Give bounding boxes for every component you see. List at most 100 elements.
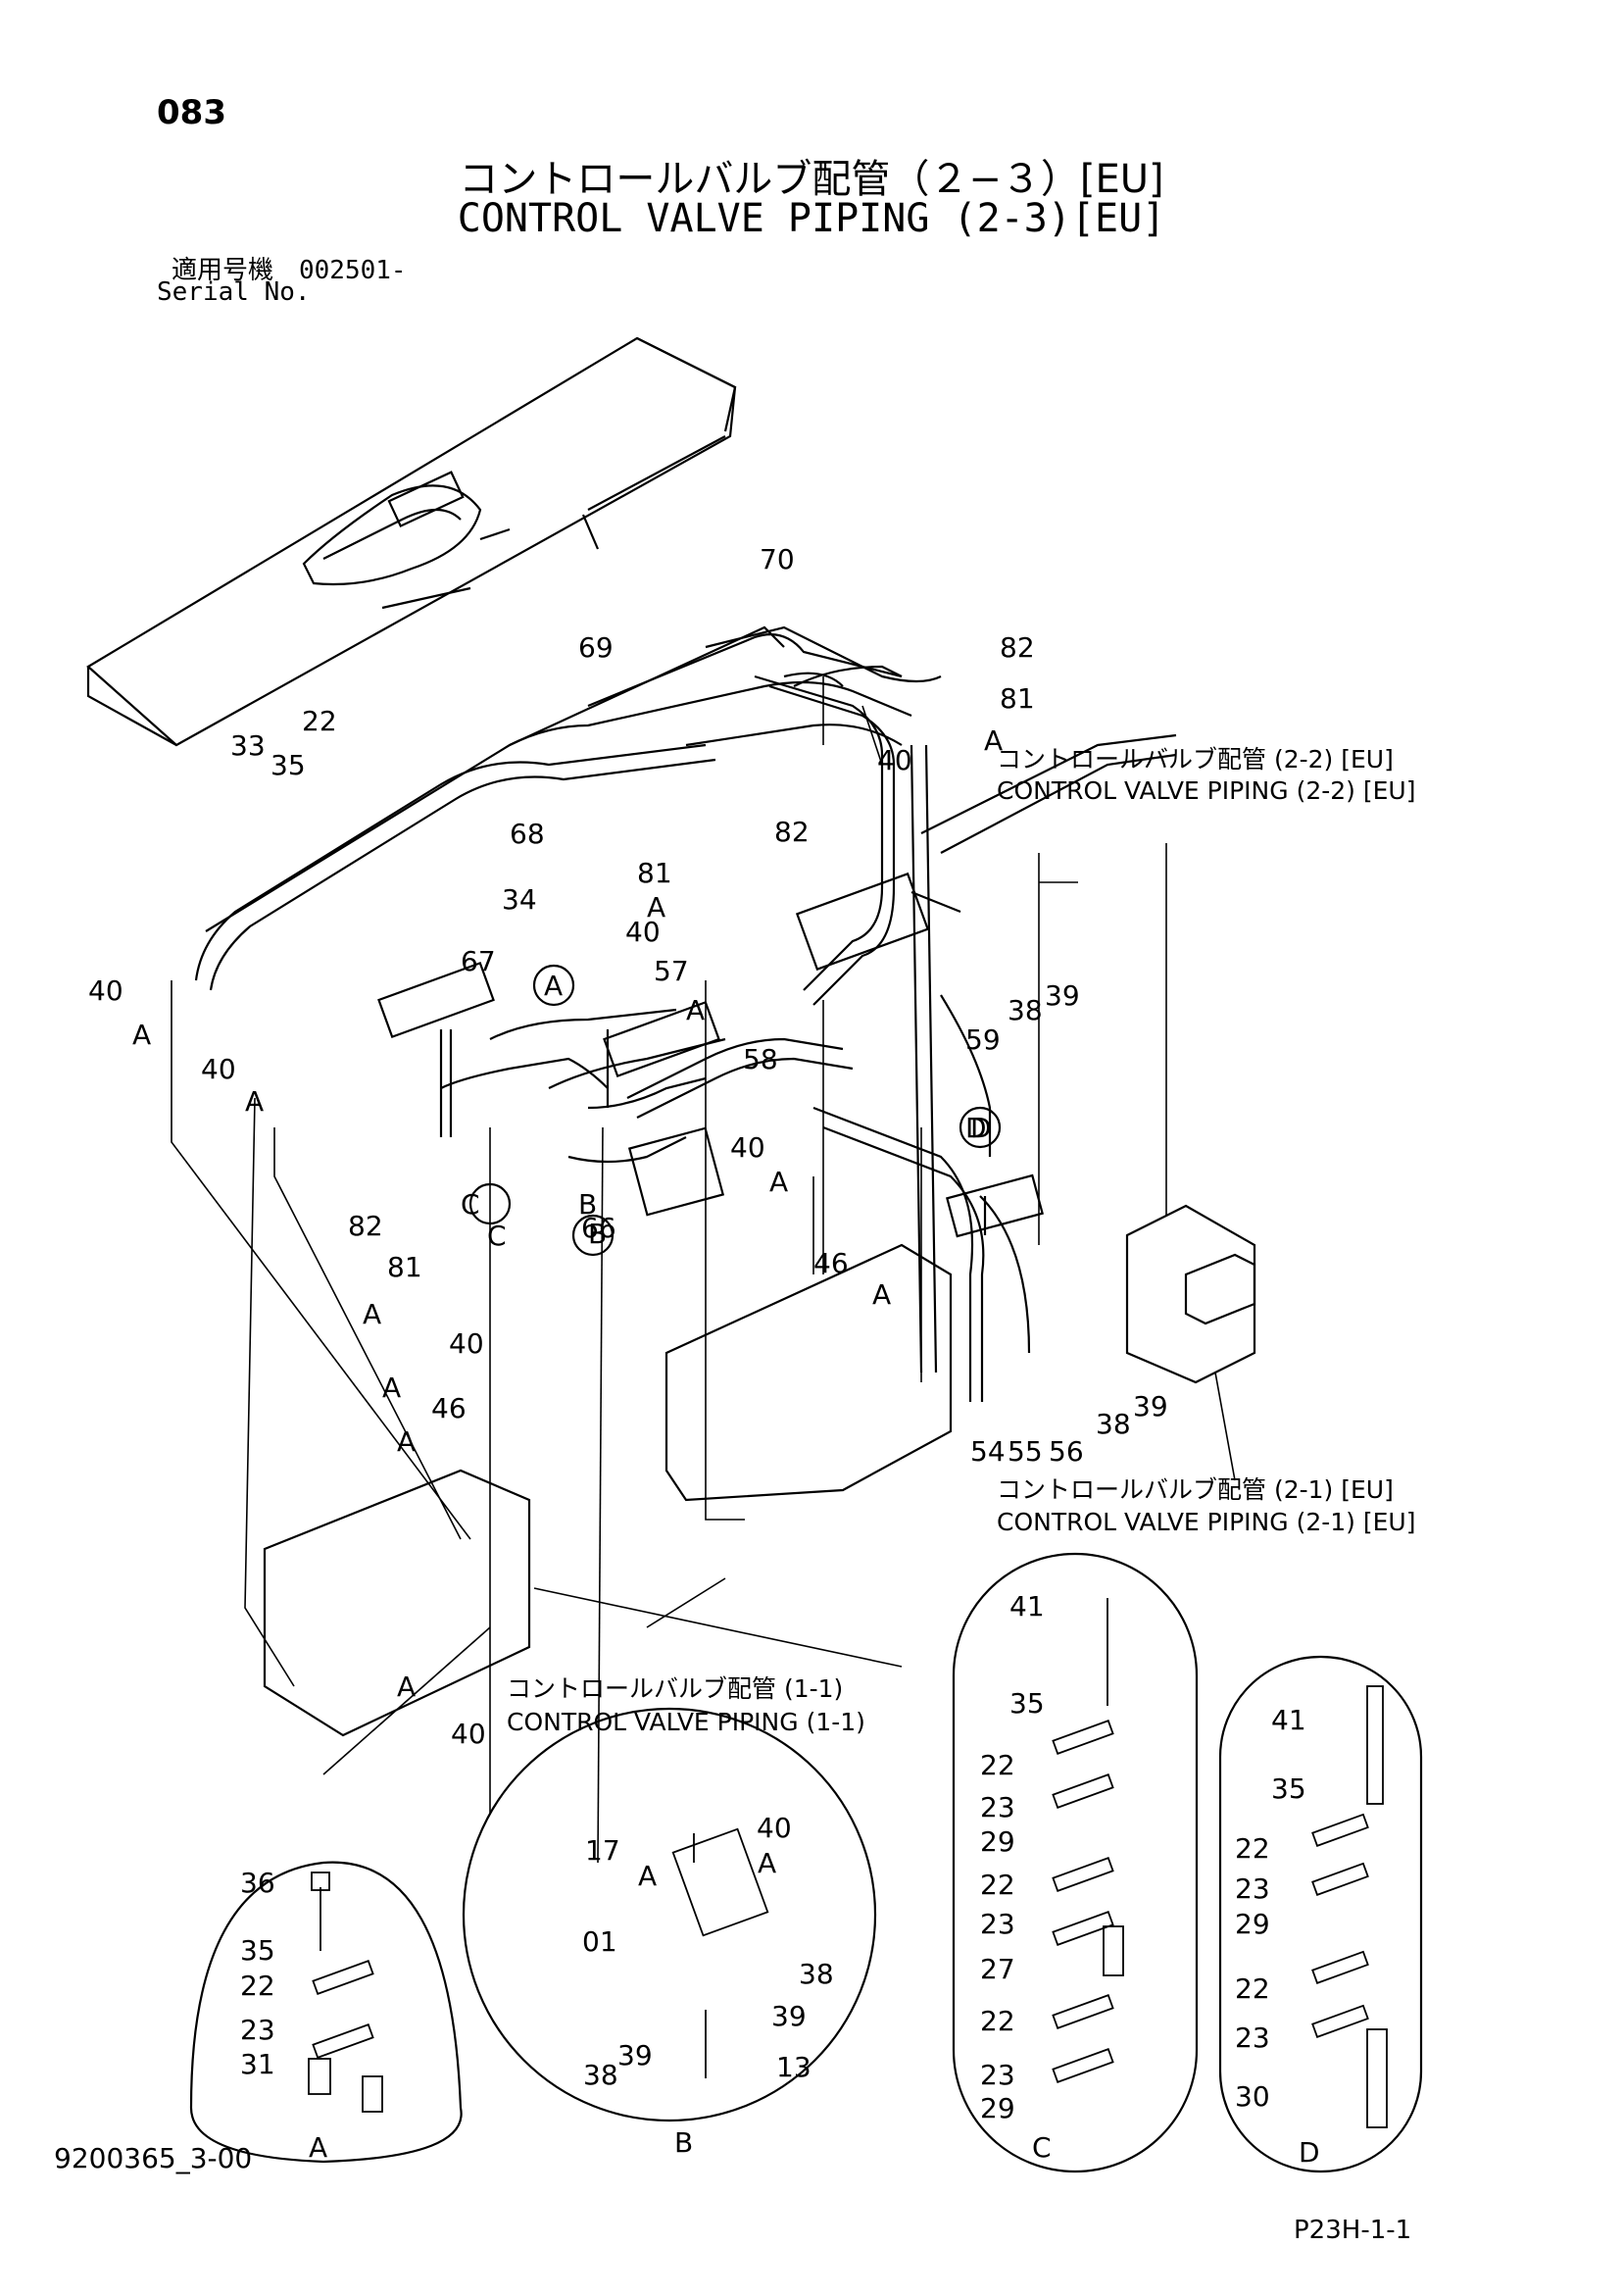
- callout-a: A: [544, 970, 563, 1002]
- reference-2-1-jp: コントロールバルブ配管 (2-1) [EU]: [997, 1475, 1394, 1504]
- part-number-label: A: [872, 1278, 891, 1311]
- part-number-label: B: [674, 2126, 693, 2159]
- part-number-label: 35: [1009, 1687, 1045, 1720]
- part-number-label: 41: [1009, 1590, 1045, 1622]
- part-number-label: A: [245, 1085, 264, 1118]
- reference-2-2-jp: コントロールバルブ配管 (2-2) [EU]: [997, 745, 1394, 774]
- part-number-label: A: [638, 1860, 657, 1892]
- callout-circles: [468, 964, 1002, 1257]
- part-number-label: 40: [449, 1327, 484, 1360]
- part-number-label: 58: [743, 1043, 778, 1075]
- part-number-label: 40: [757, 1812, 792, 1844]
- part-number-label: 81: [637, 857, 672, 889]
- part-number-label: 35: [240, 1934, 275, 1967]
- part-number-label: 01: [582, 1925, 617, 1958]
- part-number-label: 22: [240, 1970, 275, 2002]
- part-number-label: 70: [760, 543, 795, 575]
- callout-letters: A B C D: [487, 970, 992, 1252]
- page-title-jp: コントロールバルブ配管（２−３）[EU]: [459, 157, 1164, 202]
- reference-1-1-jp: コントロールバルブ配管 (1-1): [507, 1674, 844, 1703]
- part-number-label: 39: [771, 2000, 807, 2032]
- piping-drawing: [194, 586, 1177, 1402]
- part-number-label: 81: [387, 1251, 422, 1283]
- part-number-label: A: [984, 724, 1003, 757]
- valve-block-drawing: [263, 1204, 1256, 1737]
- page-title-en: CONTROL VALVE PIPING (2-3)[EU]: [457, 196, 1166, 241]
- part-number-label: 22: [980, 1869, 1015, 1901]
- part-number-label: 41: [1271, 1704, 1306, 1736]
- part-number-label: D: [965, 1112, 987, 1144]
- part-number-label: 40: [201, 1053, 236, 1085]
- part-number-label: 33: [230, 729, 266, 762]
- part-number-label: 36: [240, 1867, 275, 1899]
- part-number-label: 23: [980, 1908, 1015, 1940]
- part-number-label: 22: [980, 2005, 1015, 2037]
- part-number-label: 82: [1000, 631, 1035, 664]
- part-number-label: 29: [980, 1825, 1015, 1858]
- part-number-label: 67: [461, 945, 496, 977]
- callout-b: B: [578, 1188, 597, 1221]
- part-number-label: 39: [617, 2039, 653, 2071]
- part-number-label: A: [686, 994, 705, 1026]
- part-number-label: 35: [1271, 1772, 1306, 1805]
- part-number-label: 38: [583, 2059, 618, 2091]
- part-number-label: 22: [980, 1749, 1015, 1781]
- part-number-label: 40: [88, 974, 123, 1007]
- part-number-label: A: [382, 1372, 401, 1404]
- part-number-label: 29: [980, 2092, 1015, 2124]
- part-number-label: 82: [348, 1210, 383, 1242]
- part-number-label: 22: [1235, 1832, 1270, 1865]
- part-number-label: 82: [774, 816, 810, 848]
- part-number-label: 54: [970, 1435, 1006, 1468]
- detail-parts: [308, 1598, 1388, 2128]
- part-number-label: 40: [625, 916, 661, 948]
- part-number-label: 27: [980, 1953, 1015, 1985]
- serial-label-jp: 適用号機 002501-: [172, 256, 407, 285]
- part-number-label: 56: [1049, 1435, 1084, 1468]
- part-number-label: 35: [270, 749, 306, 781]
- serial-label-en: Serial No.: [157, 277, 311, 307]
- part-number-label: 34: [502, 883, 537, 916]
- part-number-label: 57: [654, 955, 689, 987]
- part-number-label: 38: [1096, 1408, 1131, 1440]
- reference-1-1-en: CONTROL VALVE PIPING (1-1): [507, 1708, 865, 1736]
- part-number-label: 23: [980, 2059, 1015, 2091]
- part-number-label: A: [363, 1298, 381, 1330]
- part-number-label: 69: [578, 631, 614, 664]
- part-number-label: 66: [581, 1212, 616, 1244]
- part-number-label: 31: [240, 2048, 275, 2080]
- part-number-label: 39: [1133, 1390, 1168, 1423]
- part-number-label: A: [647, 891, 665, 923]
- reference-2-1-en: CONTROL VALVE PIPING (2-1) [EU]: [997, 1508, 1416, 1536]
- part-number-label: 81: [1000, 682, 1035, 715]
- part-number-label: 40: [451, 1718, 486, 1750]
- part-number-label: 46: [813, 1247, 849, 1279]
- document-number: 9200365_3-00: [54, 2142, 253, 2174]
- part-number-label: 23: [1235, 2021, 1270, 2054]
- part-number-label: 22: [302, 705, 337, 737]
- reference-2-2-en: CONTROL VALVE PIPING (2-2) [EU]: [997, 776, 1416, 805]
- part-number-label: A: [397, 1671, 416, 1703]
- part-number-label: A: [397, 1425, 416, 1458]
- part-number-label: 40: [730, 1131, 765, 1164]
- part-number-label: A: [758, 1847, 776, 1879]
- callout-c: C: [487, 1220, 507, 1252]
- part-number-label: 39: [1045, 979, 1080, 1012]
- part-number-label: 22: [1235, 1972, 1270, 2005]
- part-number-label: 29: [1235, 1908, 1270, 1940]
- part-number-label: 23: [1235, 1872, 1270, 1905]
- part-number-label: D: [1299, 2136, 1320, 2169]
- detail-frames: [189, 1552, 1423, 2173]
- frame-drawing: [86, 336, 737, 747]
- part-number-label: 17: [585, 1834, 620, 1867]
- part-number-label: 23: [980, 1791, 1015, 1823]
- part-number-label: 68: [510, 818, 545, 850]
- part-number-label: 30: [1235, 2080, 1270, 2113]
- page-reference: P23H-1-1: [1294, 2216, 1412, 2245]
